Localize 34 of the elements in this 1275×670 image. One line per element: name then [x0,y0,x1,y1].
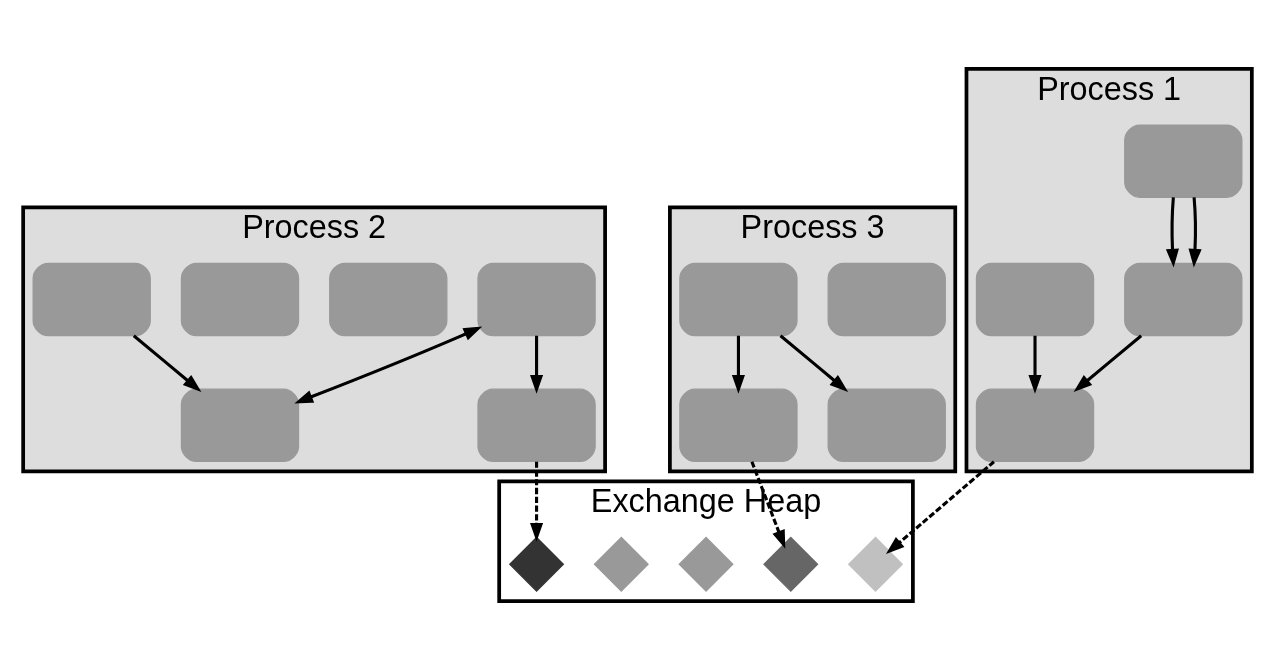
node-box [679,262,798,337]
arrow [1073,334,1143,392]
arrow [530,461,544,542]
arrow [132,334,202,392]
node-box [975,388,1095,463]
node-diamond [678,536,734,592]
node-diamond [763,536,819,592]
arrow [779,334,849,392]
node-box [975,262,1095,337]
node-box [827,388,946,463]
node-box [477,262,596,337]
node-box [180,388,300,463]
node-box [679,388,798,463]
node-diamond [508,536,565,592]
arrow [530,335,544,394]
node-box [827,262,946,337]
node-box [329,262,448,337]
node-box [1124,262,1243,337]
arrow [731,335,745,394]
arrow [294,326,483,404]
cluster: Process 3 [668,205,958,474]
cluster: Process 2 [21,205,607,474]
node-box [180,262,300,337]
cluster: Process 1 [964,67,1254,474]
arrow [750,461,786,549]
node-box [477,388,596,463]
arrow [1188,197,1202,268]
node-box [1124,124,1243,198]
node-diamond [593,536,649,592]
arrow [885,460,995,555]
cluster: Exchange Heap [497,479,915,603]
arrow [1165,197,1179,268]
node-box [32,262,151,337]
arrow [1028,335,1042,394]
